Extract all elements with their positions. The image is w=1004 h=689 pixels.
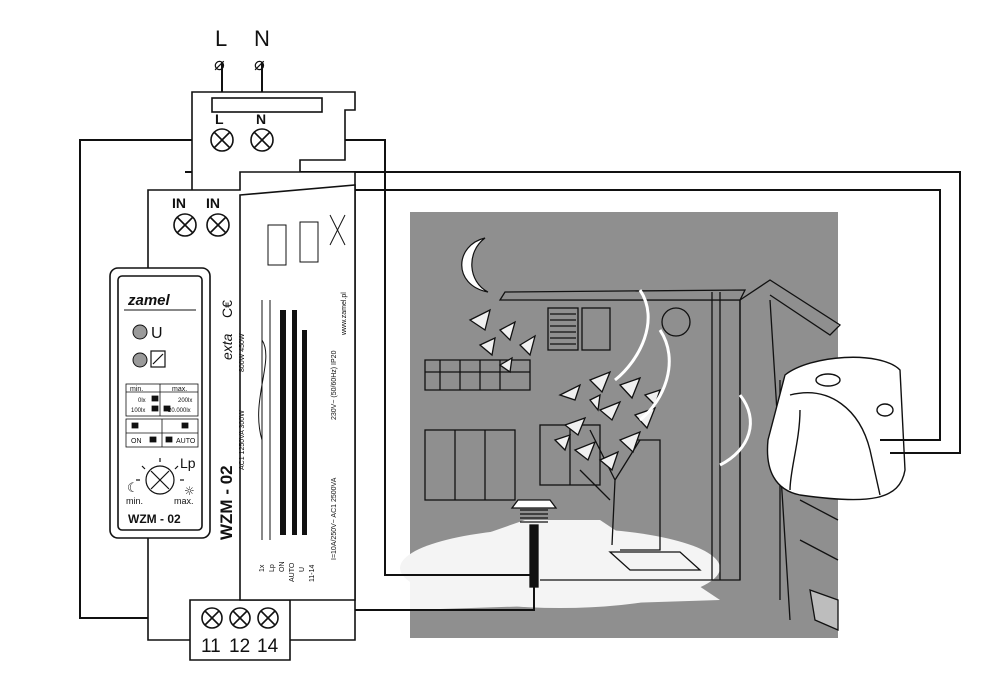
sensitivity-knob [136, 458, 184, 495]
downpipe [711, 292, 721, 580]
door-step [608, 551, 702, 571]
light-arcs [614, 289, 752, 467]
side-supply: 230V~ (50/60Hz) IP20 [331, 350, 338, 420]
screw-14 [257, 607, 279, 629]
tree-leaves [553, 370, 662, 472]
sun-small-icon: ☼ [184, 484, 195, 498]
timing-diagram [258, 214, 346, 540]
legend-on: ON [279, 562, 286, 573]
label-terminal-12: 12 [229, 636, 250, 657]
front-model-label: WZM - 02 [128, 512, 181, 526]
brand-logo: zamel [127, 292, 171, 309]
round-window [661, 307, 691, 337]
side-model-label: WZM - 02 [217, 465, 236, 540]
led-u-label: U [151, 325, 163, 342]
led-relay [132, 352, 148, 368]
label-terminal-14: 14 [257, 636, 279, 657]
legend-u: U [299, 567, 306, 572]
terminal-screws [173, 128, 279, 629]
label-terminal-11: 11 [201, 636, 221, 657]
tree-trunk [579, 429, 641, 546]
ground-window-left [424, 429, 516, 501]
legend-1x: 1x [259, 564, 266, 572]
exta-logo: exta [219, 333, 235, 360]
light-sensor [766, 356, 906, 501]
screw-top-l [210, 128, 234, 152]
tree [468, 308, 662, 546]
wire-sensor-a [185, 171, 961, 454]
legend-auto: AUTO [289, 562, 296, 582]
label-top-n: N [254, 26, 270, 51]
legend-lp: Lp [269, 564, 276, 572]
mode-table [125, 383, 199, 448]
upper-window [581, 307, 611, 351]
label-block2-in-2: IN [206, 195, 220, 211]
side-ratings-b: AC1 1250VA 300W [239, 410, 246, 470]
side-panel [239, 184, 356, 601]
label-top-n-symbol: ⌀ [254, 54, 265, 75]
front-panel-content: zamel U min. max. 0lx 200lx 100lx 20 [124, 292, 199, 526]
table-max-header: max. [172, 386, 187, 393]
knob-max: max. [174, 496, 194, 506]
table-min-row1: 0lx [138, 398, 146, 404]
scene-illustration [400, 212, 906, 638]
table-max-row2: 20.000lx [168, 408, 191, 414]
relay-icon [150, 350, 166, 368]
moon-small-icon: ☾ [127, 481, 139, 496]
ce-mark: C€ [219, 300, 235, 318]
lamp-cap [510, 499, 558, 509]
label-block1-l: L [215, 111, 224, 127]
screw-in-1 [173, 213, 197, 237]
moon-icon [461, 237, 489, 293]
table-min-row2: 100lx [131, 408, 145, 414]
shutter-window [547, 307, 579, 351]
table-auto: AUTO [176, 438, 196, 445]
wire-loop-left [79, 139, 222, 619]
label-block1-n: N [256, 111, 266, 127]
label-block2-in-1: IN [172, 195, 186, 211]
screw-11 [201, 607, 223, 629]
shrub [809, 589, 839, 631]
balcony-railing [424, 359, 531, 391]
balcony-plants [468, 308, 537, 374]
lamp-post [529, 524, 539, 588]
label-top-l-symbol: ⌀ [214, 54, 225, 75]
side-panel-content: WZM - 02 exta C€ 800W 450W AC1 1250VA 30… [217, 214, 348, 582]
knob-min: min. [126, 496, 143, 506]
light-spill [410, 520, 720, 610]
table-min-header: min. [130, 386, 143, 393]
screw-in-2 [206, 213, 230, 237]
side-website: www.zamel.pl [341, 292, 348, 336]
wire-sensor-b [218, 189, 941, 441]
label-top-l: L [215, 26, 227, 51]
screw-top-n [250, 128, 274, 152]
screw-12 [229, 607, 251, 629]
knob-label-lp: Lp [180, 455, 196, 471]
side-ratings-c: I=10A/250V~ AC1 2500VA [331, 477, 338, 560]
wire-lamp-14 [268, 585, 535, 611]
table-max-row1: 200lx [178, 398, 192, 404]
din-relay-device [109, 91, 356, 661]
led-u [132, 324, 148, 340]
sensor-window [815, 373, 841, 387]
side-ratings-a: 800W 450W [239, 333, 246, 372]
table-on: ON [131, 438, 142, 445]
house-roof-right [739, 279, 842, 336]
house-roof-edge [498, 289, 747, 301]
legend-11-14: 11-14 [309, 565, 316, 582]
